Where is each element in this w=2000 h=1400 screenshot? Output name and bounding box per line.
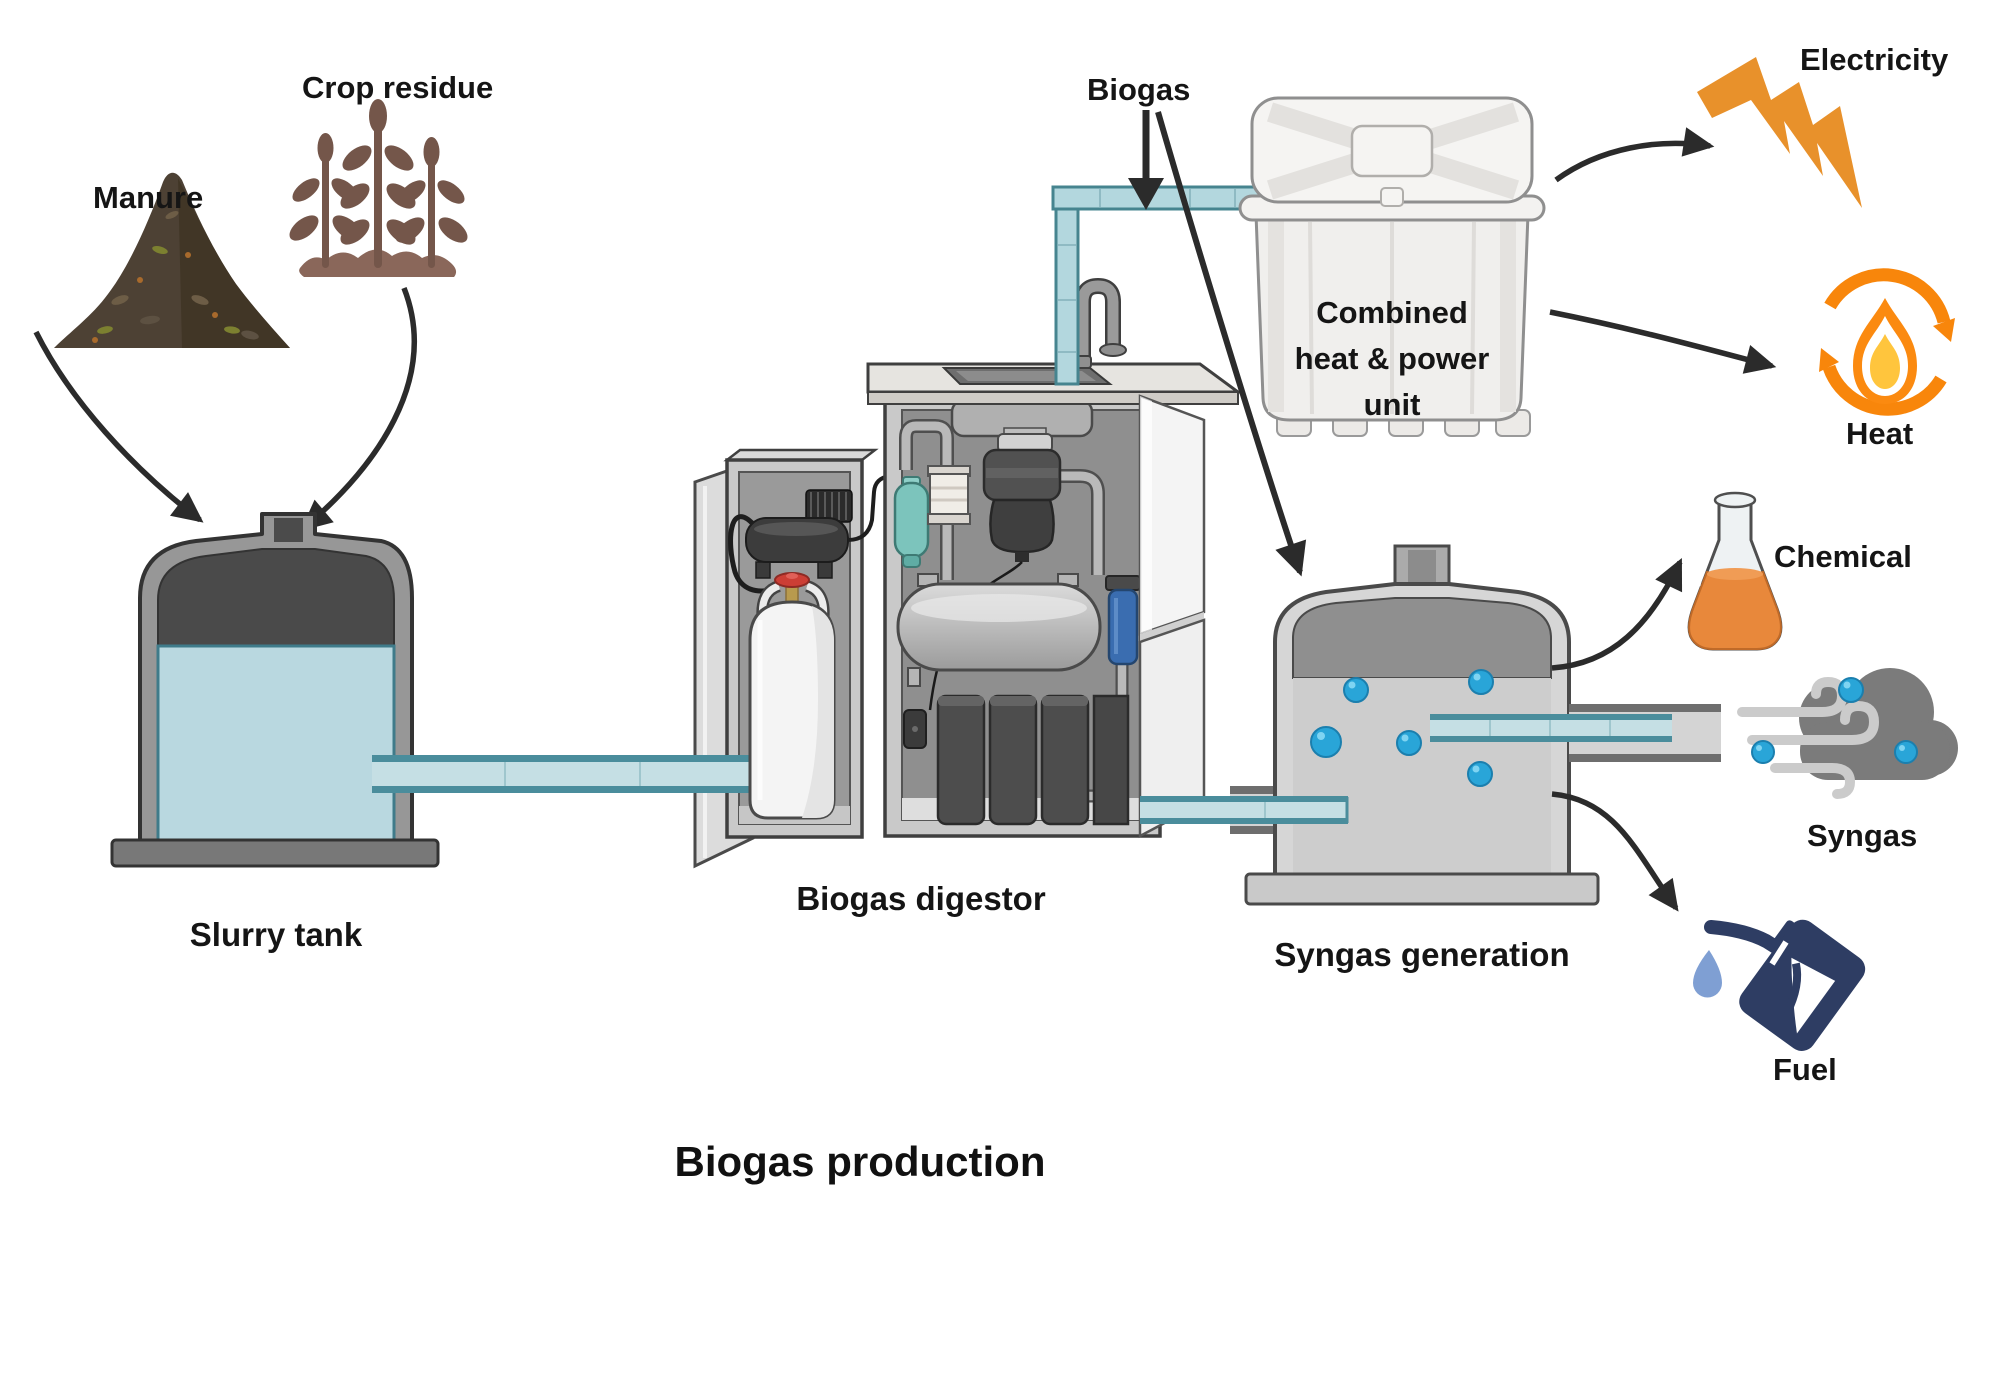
biogas-label: Biogas <box>1087 72 1191 107</box>
page-title: Biogas production <box>674 1138 1046 1185</box>
arrow-to-chemical <box>1551 558 1683 671</box>
lightning-bolt-icon <box>1697 57 1862 208</box>
chp-label-line1: Combined <box>1316 295 1468 330</box>
teal-filter <box>893 476 930 568</box>
digestor-countertop <box>866 362 1243 405</box>
syngas-outlet-pipe <box>1430 704 1721 762</box>
droplet-icon <box>1693 950 1722 998</box>
white-canister-filter <box>927 465 971 525</box>
chp-unit-label: Combined heat & power unit <box>1232 290 1552 428</box>
blue-filter <box>1105 575 1141 666</box>
cabinet-door-right <box>1138 394 1206 839</box>
fuel-label: Fuel <box>1773 1052 1837 1087</box>
fuel-nozzle-icon <box>1693 919 1866 1051</box>
gas-bubbles <box>1310 669 1494 787</box>
compressor-inlet-hose <box>728 514 775 594</box>
gas-cloud-icon <box>1737 668 1958 799</box>
arrow-to-fuel <box>1551 791 1679 912</box>
arrow-chp-to-heat <box>1549 309 1777 374</box>
digestor-main-cabinet <box>866 185 1267 839</box>
biogas-arrow-to-syngas <box>1155 111 1307 577</box>
air-compressor <box>728 472 904 594</box>
chp-label-line3: unit <box>1363 387 1421 422</box>
input-arrow-manure <box>33 330 204 523</box>
syngas-label: Syngas <box>1807 818 1918 853</box>
syngas-tank-graphic <box>1140 544 1721 906</box>
chp-unit-graphic <box>1238 96 1546 437</box>
heat-label: Heat <box>1846 416 1914 451</box>
biogas-digestor-label: Biogas digestor <box>796 880 1046 917</box>
waste-disposal-unit <box>982 427 1062 562</box>
biogas-pipe <box>1051 185 1267 386</box>
buffer-tank <box>896 573 1102 687</box>
manure-pile-icon <box>54 172 290 348</box>
syngas-inlet-pipe <box>1140 796 1349 824</box>
biogas-pipe-horizontal <box>1051 185 1267 211</box>
erlenmeyer-flask-icon <box>1687 491 1783 651</box>
slurry-tank-label: Slurry tank <box>189 916 363 953</box>
slurry-tank-base <box>110 838 440 868</box>
syngas-tank-base <box>1244 872 1600 906</box>
manure-label: Manure <box>93 180 204 215</box>
electricity-label: Electricity <box>1800 42 1949 77</box>
slurry-tank-graphic <box>110 512 440 868</box>
biogas-arrow-down <box>1128 110 1164 210</box>
biogas-pipe-vertical <box>1054 188 1080 386</box>
syngas-generation-label: Syngas generation <box>1274 936 1570 973</box>
slurry-liquid <box>156 644 396 844</box>
arrow-chp-to-electricity <box>1554 127 1715 183</box>
flame-cycle-icon <box>1819 268 1955 416</box>
slurry-outlet-pipe <box>372 755 756 793</box>
chemical-label: Chemical <box>1774 539 1912 574</box>
chp-label-line2: heat & power <box>1294 341 1490 376</box>
gas-cylinder <box>748 572 836 820</box>
crop-residue-label: Crop residue <box>302 70 494 105</box>
input-arrow-crop <box>300 287 417 531</box>
battery-pack <box>936 694 1130 826</box>
crop-plants-icon <box>289 99 468 277</box>
